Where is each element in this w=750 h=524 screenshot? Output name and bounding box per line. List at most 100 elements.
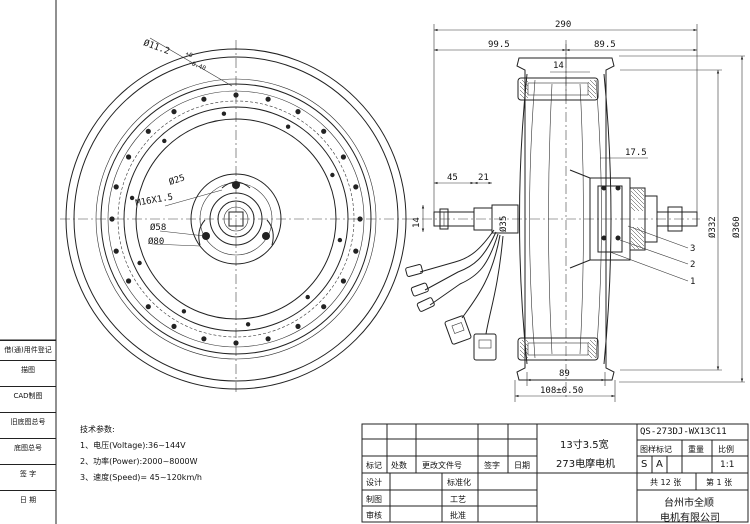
dim-axle-45: 45 <box>447 173 458 183</box>
dim-108: 108±0.50 <box>540 386 583 396</box>
sidebar-label: 底图总号 <box>0 438 56 464</box>
title-block-grid <box>361 423 749 523</box>
dim-d332: Ø332 <box>707 216 718 238</box>
dim-axle-21: 21 <box>478 173 489 183</box>
company-name-line2: 电机有限公司 <box>660 513 720 524</box>
cover-bolt <box>305 294 310 300</box>
rim-bolt <box>113 184 119 190</box>
rim-bolt <box>233 92 239 98</box>
spec-line: 2、功率(Power):2000~8000W <box>80 457 198 466</box>
tire-outer-circle <box>65 48 407 390</box>
dim-89: 89 <box>559 369 570 379</box>
rim-bolt <box>295 109 301 115</box>
rim-bolt <box>171 323 177 329</box>
spec-line: 3、速度(Speed)= 45~120km/h <box>80 473 202 482</box>
weight-header: 重量 <box>688 445 704 454</box>
col-header: 标记 <box>366 461 382 470</box>
technical-specs: 技术参数: 1、电压(Voltage):36~144V 2、功率(Power):… <box>80 422 202 486</box>
rim-bolt <box>265 96 271 102</box>
row-label: 制图 <box>366 495 382 504</box>
cover-bolt <box>181 309 187 314</box>
col-header: 日期 <box>514 461 530 470</box>
cover-bolt <box>337 237 343 243</box>
col-header: 更改文件号 <box>422 461 462 470</box>
rim-bolt <box>340 278 346 284</box>
sidebar-label: 旧底图总号 <box>0 412 56 438</box>
rim-bolt <box>126 154 132 160</box>
cover-bolt <box>245 322 251 327</box>
dim-hole-tol: -0.40 <box>187 59 207 72</box>
product-name-line2: 273电摩电机 <box>556 459 616 470</box>
rim-bolt <box>109 216 115 222</box>
side-view <box>405 24 745 402</box>
hub-bolt <box>262 232 270 240</box>
specs-title: 技术参数: <box>80 425 115 434</box>
dim-right-half: 89.5 <box>594 40 616 50</box>
mid-label: 批准 <box>450 511 466 520</box>
rim-bolt <box>353 184 359 190</box>
rim-bolt <box>321 128 327 134</box>
sheet-number: 第 1 张 <box>706 478 733 487</box>
dim-17-5: 17.5 <box>625 148 647 158</box>
cover-bolt <box>330 172 335 178</box>
stage-a: A <box>656 459 663 470</box>
sidebar-label: 借(通)用件登记 <box>0 340 56 360</box>
rim-bolt <box>357 216 363 222</box>
dim-hole-tol: +0 <box>184 50 194 59</box>
row-label: 设计 <box>366 478 382 487</box>
rim-bolt <box>201 96 207 102</box>
spec-line: 1、电压(Voltage):36~144V <box>80 441 186 450</box>
drawing-number: QS-273DJ-WX13C11 <box>640 427 727 437</box>
rim-bolt <box>201 336 207 342</box>
cover-bolt <box>285 124 291 129</box>
cover-bolt <box>221 111 227 116</box>
sidebar-label: 签 字 <box>0 464 56 490</box>
cover-bolt <box>129 195 135 201</box>
sidebar-label: CAD制图 <box>0 386 56 412</box>
rotor-bolt-ring <box>109 92 363 346</box>
company-name-line1: 台州市全顺 <box>664 498 714 509</box>
sheets-total: 共 12 张 <box>650 478 682 487</box>
dim-d360: Ø360 <box>731 216 742 238</box>
rim-bolt <box>340 154 346 160</box>
callout-2: 2 <box>690 260 695 270</box>
mid-label: 工艺 <box>450 495 466 504</box>
rim-bolt <box>113 248 119 254</box>
cover-bolt <box>137 260 142 266</box>
dim-d80: Ø80 <box>148 236 164 247</box>
dim-overall-width: 290 <box>555 20 571 30</box>
stage-s: S <box>641 459 648 470</box>
hub-bolt <box>202 232 210 240</box>
stage-header: 图样标记 <box>640 445 672 454</box>
rim-bolt <box>171 109 177 115</box>
rim-bolt <box>145 304 151 310</box>
dim-d58: Ø58 <box>150 222 166 233</box>
dim-left-half: 99.5 <box>488 40 510 50</box>
product-name-line1: 13寸3.5宽 <box>560 440 609 451</box>
hub-bolt <box>232 181 240 189</box>
dim-d35: Ø35 <box>498 216 509 232</box>
dim-hole: Ø11.2 <box>142 37 171 57</box>
rim-bolt <box>145 128 151 134</box>
dim-thread: M16X1.5 <box>135 193 174 209</box>
dim-d25: Ø25 <box>168 172 187 187</box>
row-label: 审核 <box>366 511 382 520</box>
cover-bolt <box>162 138 167 144</box>
dim-axle-14: 14 <box>412 217 422 228</box>
col-header: 签字 <box>484 461 500 470</box>
callout-3: 3 <box>690 244 695 254</box>
scale-header: 比例 <box>718 445 734 454</box>
rim-bolt <box>126 278 132 284</box>
col-header: 处数 <box>391 461 407 470</box>
rim-bolt <box>295 323 301 329</box>
rim-bolt <box>233 340 239 346</box>
sidebar-label: 日 期 <box>0 490 56 524</box>
rim-bolt <box>321 304 327 310</box>
rim-bolt <box>353 248 359 254</box>
mid-label: 标准化 <box>447 478 471 487</box>
scale-value: 1:1 <box>720 460 735 470</box>
callout-1: 1 <box>690 277 695 287</box>
leader-hole <box>149 37 233 87</box>
front-view <box>60 37 415 395</box>
